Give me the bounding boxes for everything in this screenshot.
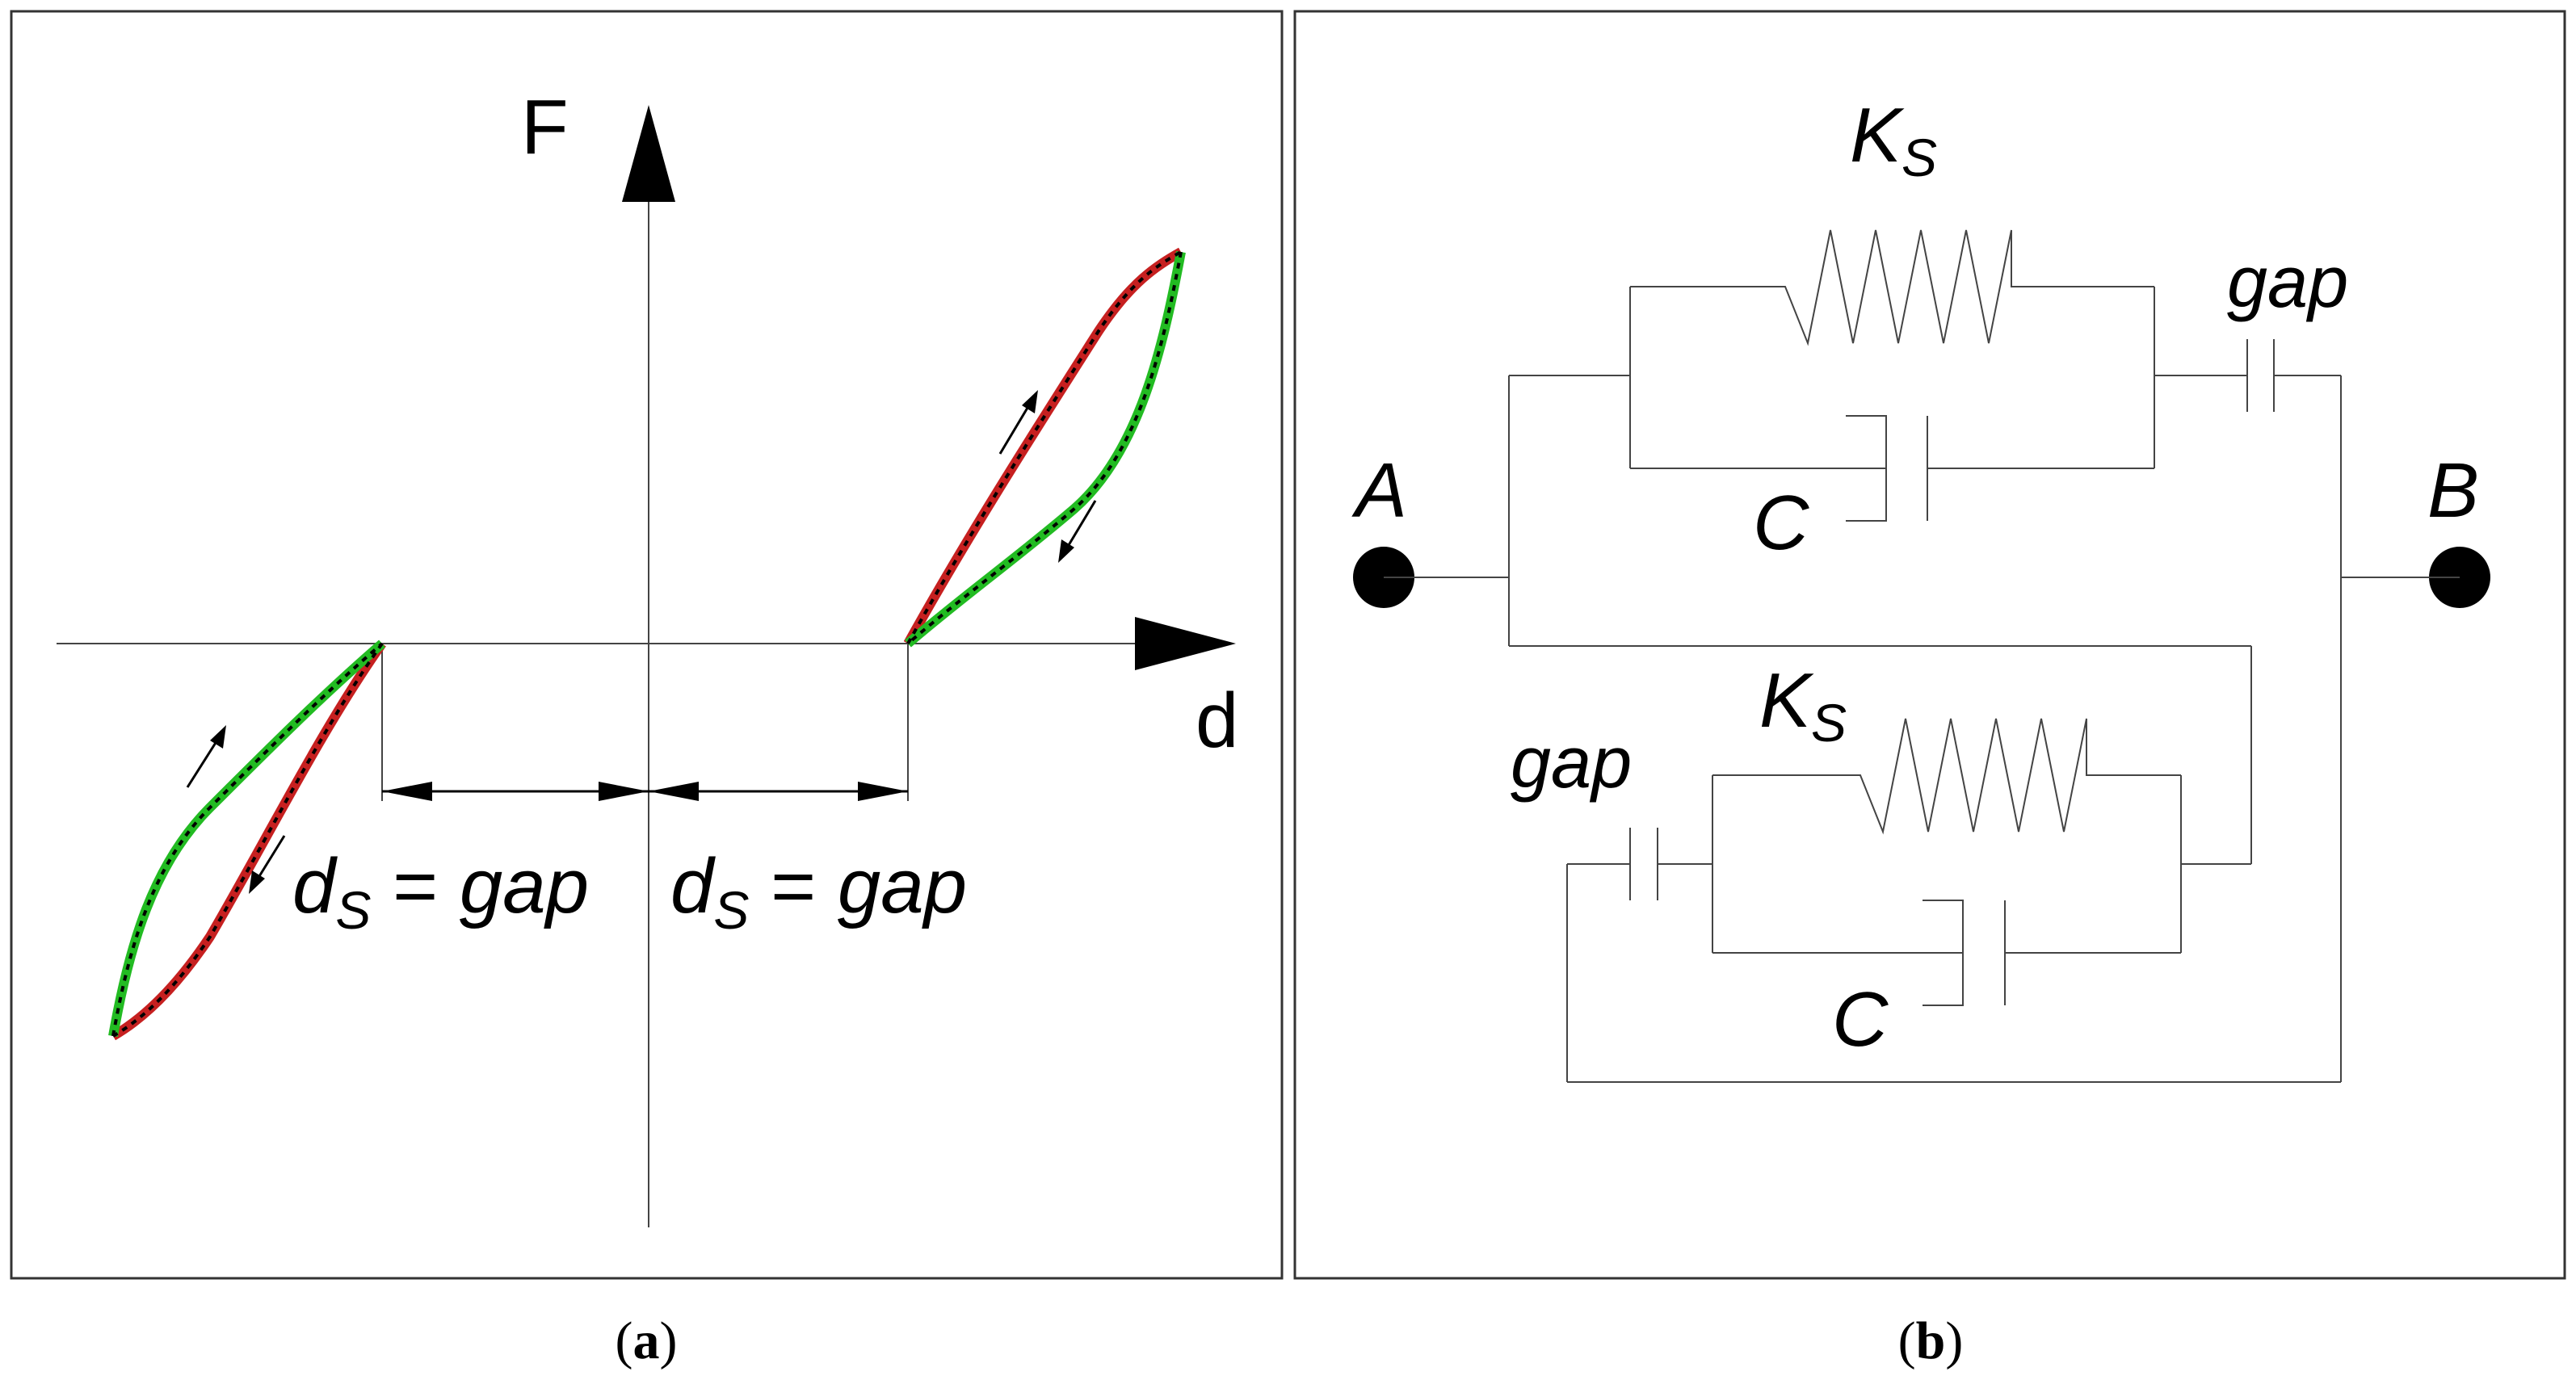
lower-gap-label: gap <box>1511 723 1632 803</box>
lower-kelvin-voigt-element <box>1712 718 2182 1006</box>
upper-spring-label: KS <box>1850 92 1937 187</box>
caption-a: (a) <box>616 1311 678 1370</box>
panel-a-frame <box>10 10 1284 1280</box>
right-loop-loading-branch <box>903 247 1183 646</box>
panel-a: F d dS = gap dS = gap <box>10 10 1284 1370</box>
left-unloading-direction-arrow <box>249 835 286 894</box>
panel-b-frame <box>1293 10 2566 1280</box>
node-a-label: A <box>1351 447 1407 534</box>
x-axis-arrowhead <box>1135 617 1236 670</box>
y-axis-label: F <box>521 84 569 170</box>
y-axis-arrowhead <box>622 105 675 202</box>
upper-damper-label: C <box>1753 480 1809 566</box>
left-loading-direction-arrow <box>186 725 226 788</box>
left-hysteresis-loop <box>108 640 386 1041</box>
lower-spring <box>1712 718 2181 835</box>
x-axis-label: d <box>1196 677 1238 764</box>
left-gap-dimension-label: dS = gap <box>292 843 589 940</box>
left-dimension-arrowhead-right <box>599 782 649 801</box>
right-dimension-arrowhead-right <box>858 782 908 801</box>
upper-spring <box>1630 229 2154 346</box>
right-loading-direction-arrow <box>998 390 1038 455</box>
right-loop-unloading-branch <box>905 250 1186 648</box>
right-unloading-direction-arrow <box>1058 500 1097 563</box>
left-dimension-arrowhead-left <box>382 782 432 801</box>
node-b-label: B <box>2427 447 2479 534</box>
lower-spring-label: KS <box>1759 657 1847 753</box>
panel-b: A B <box>1293 10 2566 1370</box>
right-hysteresis-loop <box>903 247 1186 648</box>
right-gap-dimension-label: dS = gap <box>670 843 967 940</box>
upper-kelvin-voigt-element <box>1629 229 2155 522</box>
lower-damper-label: C <box>1832 976 1889 1063</box>
right-dimension-arrowhead-left <box>649 782 699 801</box>
caption-b: (b) <box>1898 1311 1964 1370</box>
upper-gap-label: gap <box>2227 242 2348 323</box>
